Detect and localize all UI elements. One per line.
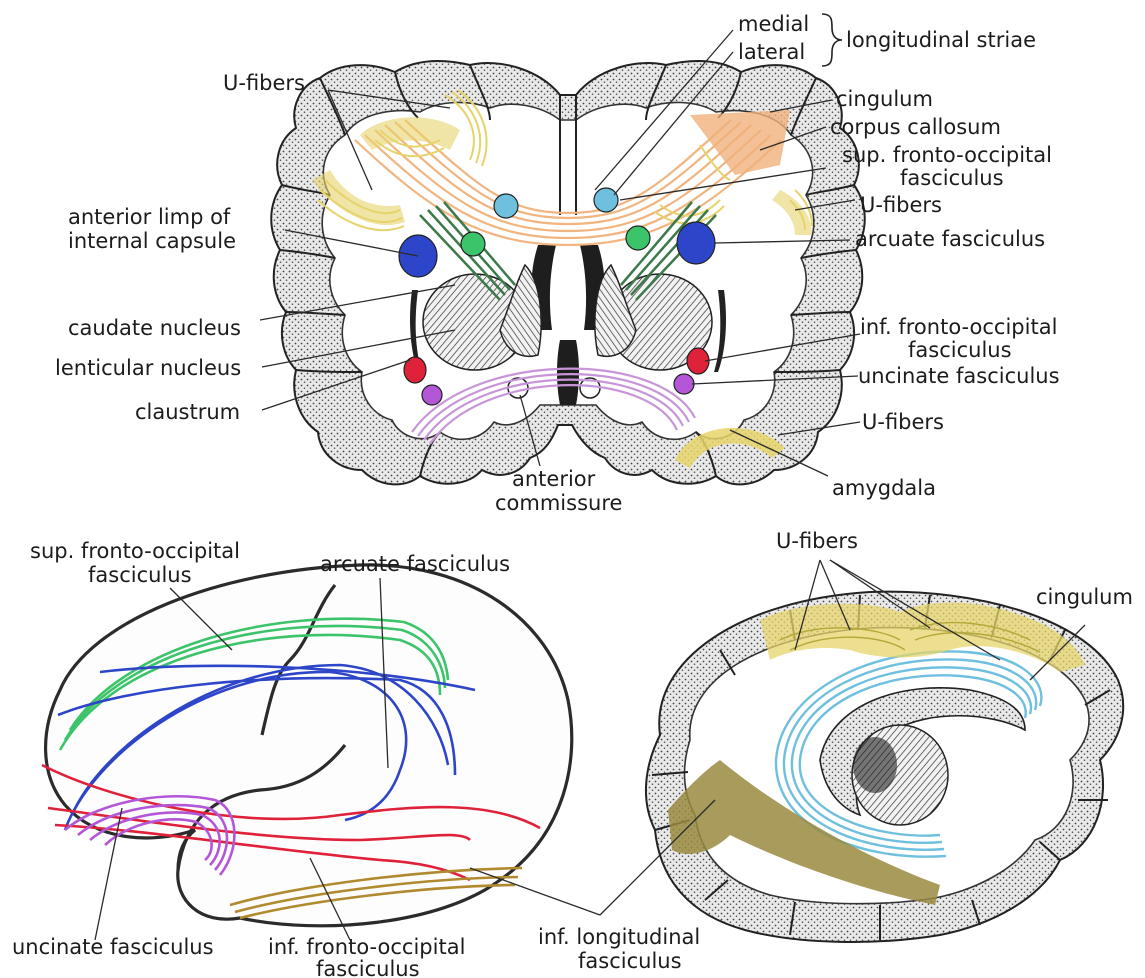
label-lateral-inf-fo-2: fasciculus bbox=[316, 957, 420, 978]
label-claustrum: claustrum bbox=[135, 400, 240, 424]
label-corpus-callosum: corpus callosum bbox=[830, 115, 1001, 139]
label-anterior-commissure-2: commissure bbox=[495, 491, 622, 515]
label-lateral-sup-fo-2: fasciculus bbox=[88, 563, 192, 587]
label-anterior-commissure-1: anterior bbox=[512, 467, 596, 491]
arcuate-circle-right bbox=[677, 222, 715, 264]
label-inf-fo-1: inf. fronto-occipital bbox=[860, 315, 1057, 339]
label-ilf-1: inf. longitudinal bbox=[538, 925, 700, 949]
label-cingulum: cingulum bbox=[836, 87, 933, 111]
label-arcuate-coronal: arcuate fasciculus bbox=[855, 227, 1045, 251]
label-sup-fo-1: sup. fronto-occipital bbox=[842, 143, 1052, 167]
lateral-view: sup. fronto-occipital fasciculus arcuate… bbox=[12, 539, 700, 978]
coronal-section: medial lateral longitudinal striae U-fib… bbox=[55, 12, 1060, 515]
medial-view: U-fibers cingulum bbox=[600, 529, 1133, 942]
label-lateral: lateral bbox=[738, 40, 805, 64]
medial-thalamus-dark bbox=[853, 737, 897, 793]
sup-fo-circle-left bbox=[461, 232, 485, 256]
uncinate-circle-left bbox=[422, 385, 442, 405]
sup-fo-circle-right bbox=[626, 226, 650, 250]
label-medial-u-fibers: U-fibers bbox=[776, 529, 858, 553]
label-medial: medial bbox=[738, 12, 809, 36]
third-ventricle bbox=[557, 340, 579, 405]
label-longitudinal-striae: longitudinal striae bbox=[846, 28, 1036, 52]
label-uncinate-coronal: uncinate fasciculus bbox=[858, 364, 1060, 388]
longitudinal-striae-brace bbox=[822, 14, 842, 66]
label-lenticular: lenticular nucleus bbox=[55, 356, 241, 380]
label-anterior-limb-2: internal capsule bbox=[68, 229, 236, 253]
label-inf-fo-2: fasciculus bbox=[908, 338, 1012, 362]
label-amygdala: amygdala bbox=[832, 476, 936, 500]
label-lateral-sup-fo-1: sup. fronto-occipital bbox=[30, 539, 240, 563]
label-lateral-uncinate: uncinate fasciculus bbox=[12, 935, 214, 959]
cingulum-circle-left bbox=[494, 194, 518, 218]
label-u-fibers-right: U-fibers bbox=[860, 193, 942, 217]
label-lateral-arcuate: arcuate fasciculus bbox=[320, 552, 510, 576]
label-anterior-limb-1: anterior limp of bbox=[68, 205, 231, 229]
label-u-fibers-top: U-fibers bbox=[223, 71, 305, 95]
uncinate-circle-right bbox=[674, 374, 694, 394]
label-medial-cingulum: cingulum bbox=[1036, 585, 1133, 609]
cingulum-circle-right bbox=[594, 188, 618, 212]
label-sup-fo-2: fasciculus bbox=[900, 166, 1004, 190]
label-u-fibers-lower: U-fibers bbox=[862, 410, 944, 434]
label-lateral-inf-fo-1: inf. fronto-occipital bbox=[268, 935, 465, 959]
label-ilf-2: fasciculus bbox=[578, 949, 682, 973]
label-caudate: caudate nucleus bbox=[68, 316, 241, 340]
